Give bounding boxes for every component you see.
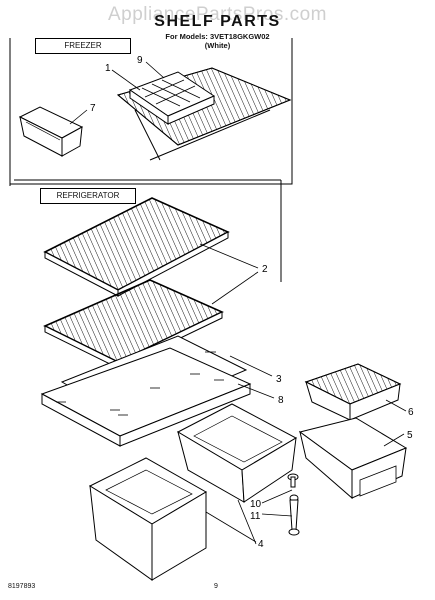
page-number: 9: [214, 583, 218, 590]
color-line: (White): [204, 41, 231, 50]
callout-11: 11: [250, 511, 261, 522]
refrigerator-bracket: [9, 179, 282, 282]
ice-tray: [128, 71, 216, 125]
callout-1: 1: [105, 63, 111, 74]
callout-6: 6: [408, 407, 414, 418]
callout-leader-lines: [69, 61, 407, 545]
callout-4: 4: [258, 539, 264, 550]
meat-pan-shelf: [304, 363, 402, 421]
crisper-drawer-left: [88, 457, 207, 581]
callout-9: 9: [137, 55, 143, 66]
freezer-section-label: FREEZER: [35, 38, 131, 54]
refrigerator-section-label: REFRIGERATOR: [40, 188, 136, 204]
freezer-wire-shelf: [116, 67, 292, 161]
page-title: SHELF PARTS: [154, 13, 281, 30]
models-line: For Models: 3VET18GKGW02: [165, 32, 270, 41]
callout-10: 10: [250, 499, 262, 510]
crisper-cover-frame: [40, 347, 252, 447]
callout-2: 2: [262, 264, 268, 275]
models-caption: For Models: 3VET18GKGW02 (White): [0, 32, 435, 50]
crisper-drawer-right: [176, 403, 298, 503]
freezer-door-bin: [18, 106, 84, 157]
callout-7: 7: [90, 103, 96, 114]
crisper-slide-parts: [287, 473, 300, 536]
callout-8: 8: [278, 395, 284, 406]
watermark-text: AppliancePartsPros.com: [107, 4, 328, 25]
document-number: 8197893: [8, 583, 36, 590]
callout-3: 3: [276, 374, 282, 385]
refrigerator-wire-shelf-upper: [43, 197, 230, 297]
meat-pan-drawer: [298, 417, 408, 500]
callout-5: 5: [407, 430, 413, 441]
freezer-bracket: [9, 38, 293, 185]
